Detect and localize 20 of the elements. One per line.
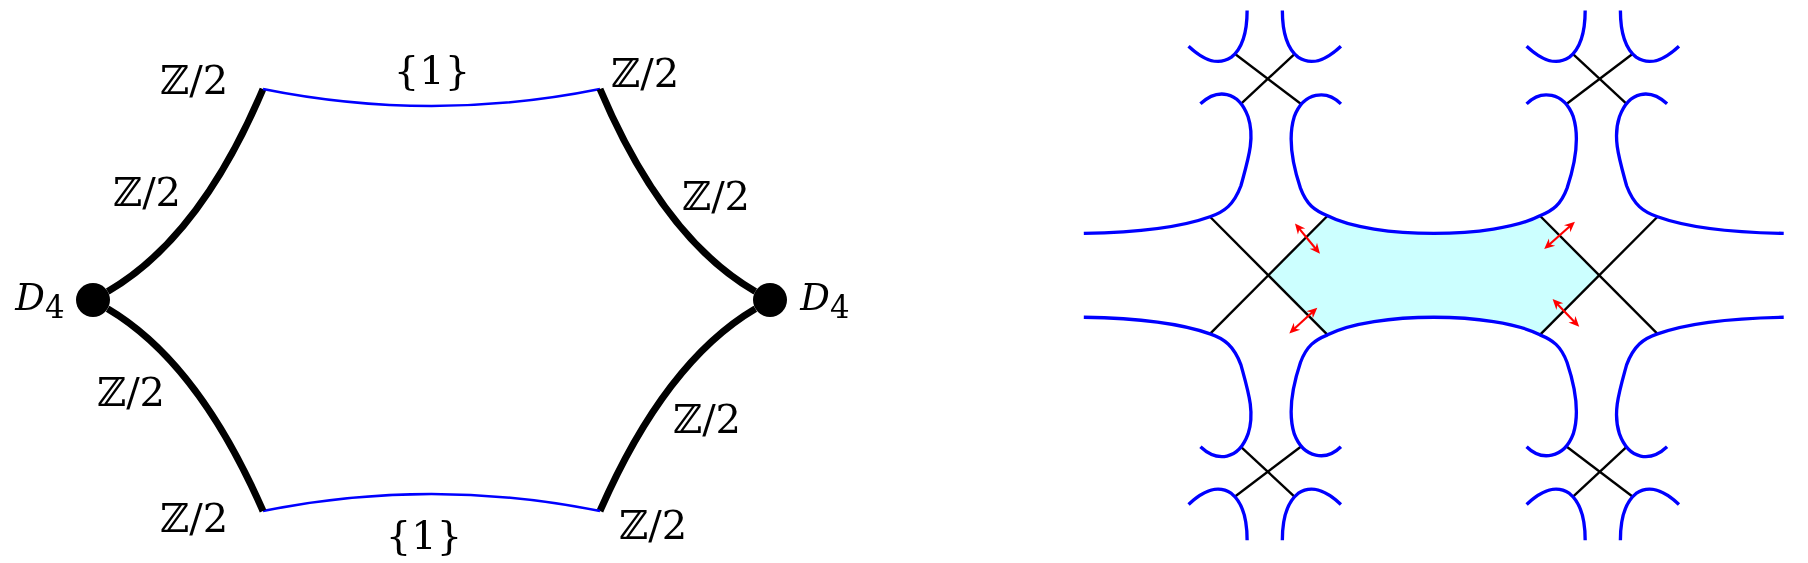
edge-line	[596, 87, 758, 295]
vertex-dot	[76, 283, 110, 317]
edge-label: ℤ/2	[681, 176, 751, 216]
corner-label: ℤ/2	[600, 50, 692, 96]
edge-label: ℤ/2	[672, 399, 742, 439]
edge-line	[105, 305, 267, 513]
edge-line	[262, 492, 601, 513]
vertex-label: D$_{4}$	[15, 278, 65, 324]
corner-label: ℤ/2	[156, 58, 263, 102]
edge-label: ℤ/2	[96, 372, 166, 412]
edge-line	[596, 305, 758, 513]
edge-label: ℤ/2	[112, 172, 182, 212]
corner-label: ℤ/2	[156, 496, 263, 540]
corner-label: ℤ/2	[600, 503, 698, 547]
edge-line	[262, 87, 601, 108]
edge-label: {1}	[393, 50, 471, 90]
edge-line	[105, 87, 267, 295]
vertex-dot	[753, 283, 787, 317]
edge-label: {1}	[385, 515, 463, 555]
vertex-label: D$_{4}$	[800, 278, 850, 324]
